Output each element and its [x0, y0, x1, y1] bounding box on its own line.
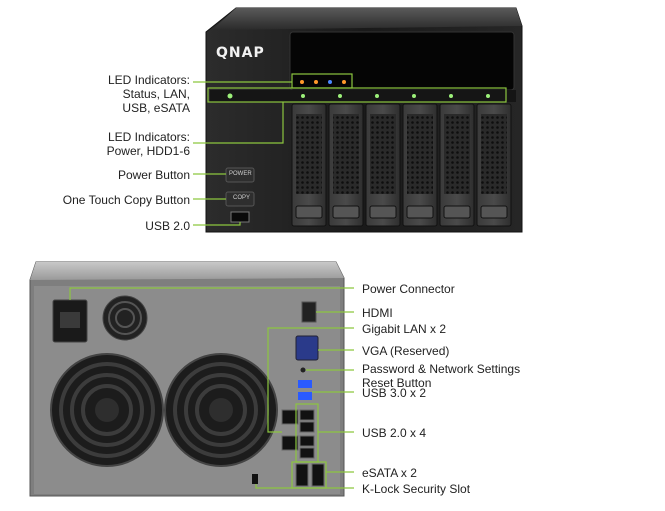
esata-port-graphic — [295, 463, 309, 487]
callout-led-power: LED Indicators: Power, HDD1-6 — [106, 130, 190, 158]
callout-usb3: USB 3.0 x 2 — [362, 386, 427, 400]
copy-button-caption: COPY — [233, 195, 251, 201]
rear-fans — [50, 353, 278, 467]
callout-reset: Password & Network Settings Reset Button — [362, 362, 521, 390]
rear-chassis — [29, 261, 345, 497]
vga-port-graphic — [295, 335, 319, 361]
callout-esata: eSATA x 2 — [362, 466, 417, 480]
callout-usb2-rear: USB 2.0 x 4 — [362, 426, 427, 440]
usb2-rear-port-graphic — [299, 409, 315, 421]
callout-lines — [69, 73, 507, 489]
power-button-graphic — [225, 167, 255, 183]
callout-vga: VGA (Reserved) — [362, 344, 450, 358]
callout-usb2-front: USB 2.0 — [145, 219, 190, 233]
klock-slot-graphic — [252, 474, 258, 484]
callout-power-button: Power Button — [117, 168, 190, 182]
callout-power-connector: Power Connector — [362, 282, 455, 296]
status-leds — [300, 80, 346, 84]
callout-led-status: LED Indicators: Status, LAN, USB, eSATA — [107, 73, 190, 115]
usb-port-graphic — [230, 211, 250, 223]
reset-hole-graphic — [300, 367, 306, 373]
hdmi-port-graphic — [301, 301, 317, 323]
callout-klock: K-Lock Security Slot — [362, 482, 471, 496]
qnap-logo: QNAP — [216, 45, 265, 61]
lan-port-graphic — [281, 409, 299, 425]
front-chassis — [205, 7, 523, 233]
callout-gigabit-lan: Gigabit LAN x 2 — [362, 322, 447, 336]
power-hdd-leds — [227, 93, 490, 99]
usb3-port-graphic — [298, 380, 312, 388]
power-button-caption: POWER — [229, 171, 252, 177]
callout-copy-button: One Touch Copy Button — [62, 193, 190, 207]
callout-hdmi: HDMI — [362, 306, 393, 320]
drive-bays — [291, 103, 512, 227]
